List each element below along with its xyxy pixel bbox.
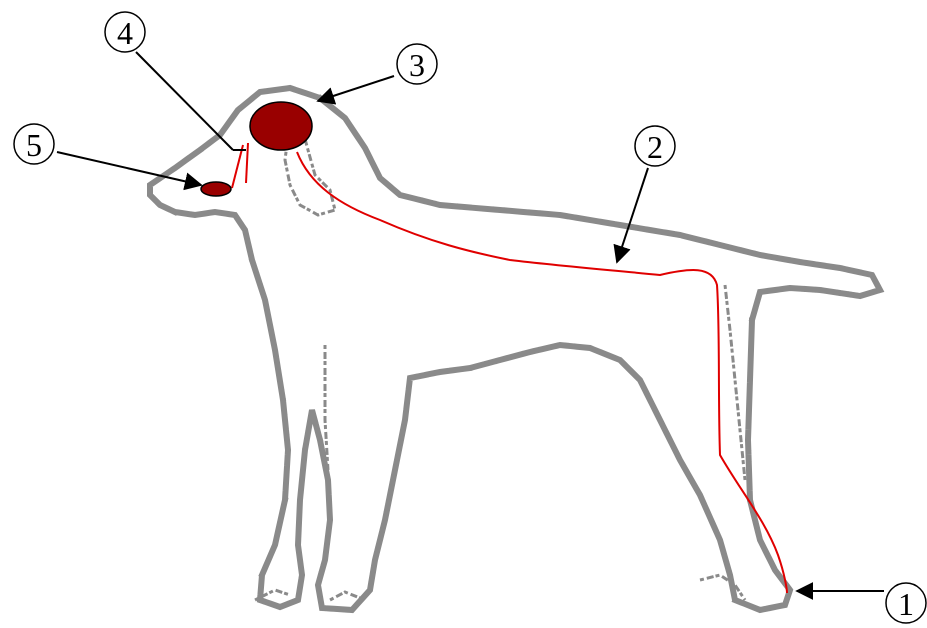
callout-2: 2 xyxy=(613,125,676,264)
callout-1: 1 xyxy=(795,582,927,624)
callout-1-label: 1 xyxy=(898,586,914,622)
callout-4-label: 4 xyxy=(117,15,133,51)
callout-3-label: 3 xyxy=(409,47,425,83)
nerve-branch-2 xyxy=(245,142,249,184)
callout-4: 4 xyxy=(104,11,246,151)
brain-organ xyxy=(249,101,313,151)
nerve-branch-1 xyxy=(231,144,244,189)
callout-3: 3 xyxy=(316,43,438,105)
callout-5-label: 5 xyxy=(26,127,42,163)
nose-organ xyxy=(200,181,232,197)
callout-5: 5 xyxy=(13,123,203,191)
nerve-pathway xyxy=(231,142,788,594)
dog-outline xyxy=(147,84,885,614)
callout-2-label: 2 xyxy=(647,129,663,165)
spinal-nerve-line xyxy=(296,151,788,594)
